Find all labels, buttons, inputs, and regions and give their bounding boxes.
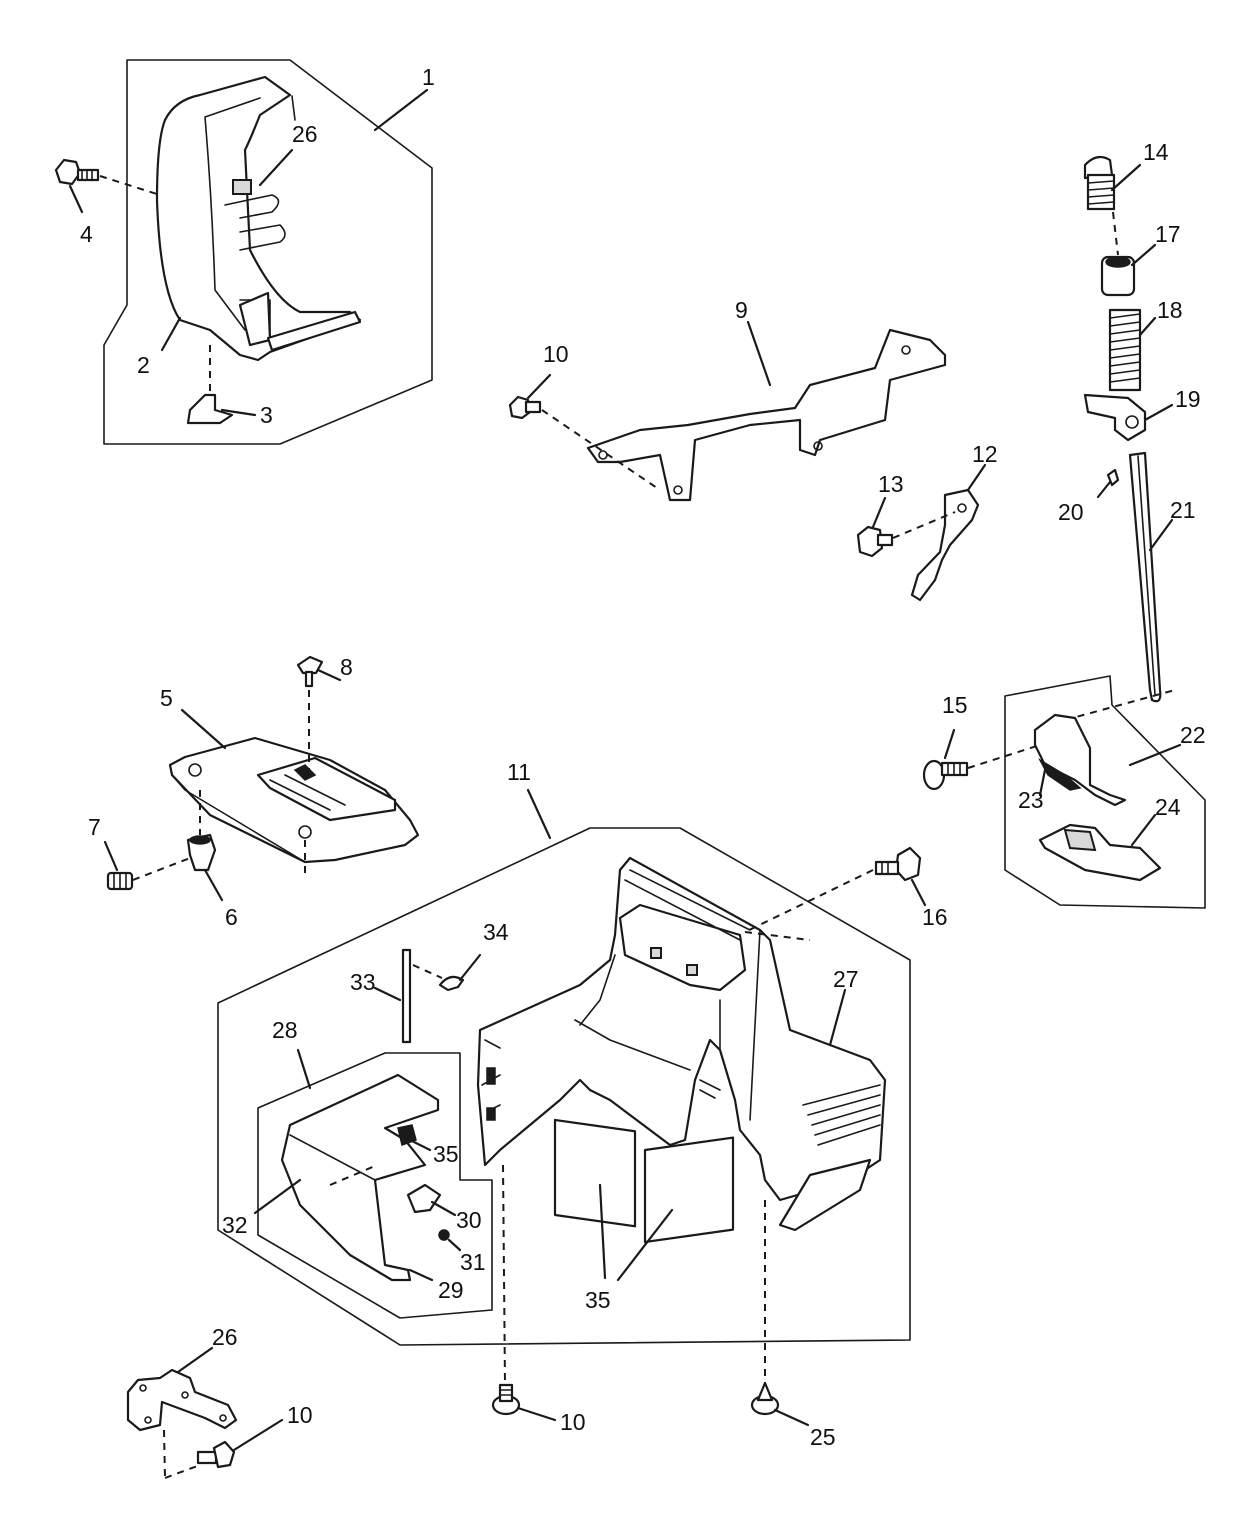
body-27 bbox=[476, 856, 887, 1202]
callout-25: 25 bbox=[810, 1424, 836, 1450]
callout-20: 20 bbox=[1058, 499, 1084, 525]
callout-21: 21 bbox=[1170, 497, 1196, 523]
clamp-19 bbox=[1083, 393, 1147, 442]
callout-32: 32 bbox=[222, 1212, 248, 1238]
callout-31: 31 bbox=[460, 1249, 486, 1275]
callout-18: 18 bbox=[1157, 297, 1183, 323]
hinge-bracket-26 bbox=[126, 1368, 238, 1432]
group-front-cover: 1 26 4 2 3 bbox=[54, 59, 435, 445]
callout-5: 5 bbox=[160, 685, 173, 711]
leader-1 bbox=[373, 88, 429, 132]
callout-2: 2 bbox=[137, 352, 150, 378]
screw-31 bbox=[438, 1229, 450, 1241]
callout-35a: 35 bbox=[433, 1141, 459, 1167]
group-main-body: 11 27 16 35 33 bbox=[217, 759, 948, 1386]
filter-35-left bbox=[553, 1118, 637, 1228]
callout-10a: 10 bbox=[543, 341, 569, 367]
callout-1: 1 bbox=[422, 64, 435, 90]
callout-3: 3 bbox=[260, 402, 273, 428]
screw-13 bbox=[856, 525, 894, 558]
group-lever-12: 12 13 bbox=[856, 441, 998, 602]
callout-15: 15 bbox=[942, 692, 968, 718]
screw-25 bbox=[750, 1381, 780, 1416]
callout-11: 11 bbox=[507, 759, 531, 785]
screw-16 bbox=[874, 846, 922, 882]
group-11-boundary bbox=[217, 827, 911, 1346]
screw-10-bottom bbox=[491, 1383, 521, 1416]
presser-bar-21 bbox=[1128, 451, 1162, 703]
callout-6: 6 bbox=[225, 904, 238, 930]
callout-4: 4 bbox=[80, 221, 93, 247]
callout-10c: 10 bbox=[560, 1409, 586, 1435]
callout-16: 16 bbox=[922, 904, 948, 930]
callout-8: 8 bbox=[340, 654, 353, 680]
group-bracket-9: 9 10 bbox=[508, 297, 947, 502]
group-hinge-26: 26 10 bbox=[126, 1324, 313, 1479]
callout-28: 28 bbox=[272, 1017, 298, 1043]
lever-12 bbox=[910, 488, 980, 602]
spring-clip-30 bbox=[406, 1183, 442, 1214]
screw-4 bbox=[54, 158, 100, 186]
group-needle-plate: 5 8 6 7 bbox=[88, 654, 420, 930]
group-28-boundary bbox=[257, 1052, 493, 1319]
group-22-boundary bbox=[1004, 675, 1206, 909]
bushing-6 bbox=[186, 833, 217, 872]
screw-8 bbox=[296, 655, 324, 688]
spring-18 bbox=[1108, 308, 1142, 392]
bracket-3 bbox=[186, 393, 234, 425]
screw-10-upper bbox=[508, 395, 542, 420]
callout-13: 13 bbox=[878, 471, 904, 497]
callout-9: 9 bbox=[735, 297, 748, 323]
callout-27: 27 bbox=[833, 966, 859, 992]
screw-14 bbox=[1083, 155, 1116, 211]
callout-7: 7 bbox=[88, 814, 101, 840]
callout-30: 30 bbox=[456, 1207, 482, 1233]
label-square bbox=[232, 179, 252, 195]
callout-34: 34 bbox=[483, 919, 509, 945]
callout-35b: 35 bbox=[585, 1287, 611, 1313]
rod-33 bbox=[401, 948, 412, 1044]
e-ring-34 bbox=[438, 975, 465, 992]
callout-12: 12 bbox=[972, 441, 998, 467]
callout-17: 17 bbox=[1155, 221, 1181, 247]
callout-24: 24 bbox=[1155, 794, 1181, 820]
foot-holder-23 bbox=[1033, 713, 1127, 807]
callout-14: 14 bbox=[1143, 139, 1169, 165]
group-1-boundary bbox=[103, 59, 433, 445]
cover-29 bbox=[280, 1073, 440, 1282]
callout-29: 29 bbox=[438, 1277, 464, 1303]
callout-33: 33 bbox=[350, 969, 376, 995]
callout-19: 19 bbox=[1175, 386, 1201, 412]
screw-10-lower-left bbox=[196, 1440, 236, 1469]
callout-10d: 10 bbox=[287, 1402, 313, 1428]
screw-15 bbox=[922, 759, 969, 791]
callout-23: 23 bbox=[1018, 787, 1044, 813]
bracket-9 bbox=[586, 328, 947, 502]
callout-26b: 26 bbox=[212, 1324, 238, 1350]
set-screw-7 bbox=[106, 871, 134, 891]
callout-22: 22 bbox=[1180, 722, 1206, 748]
group-presser-bar: 14 17 18 19 20 21 bbox=[1058, 139, 1201, 703]
group-presser-foot: 23 22 24 15 bbox=[922, 675, 1206, 909]
callout-26: 26 bbox=[292, 121, 318, 147]
